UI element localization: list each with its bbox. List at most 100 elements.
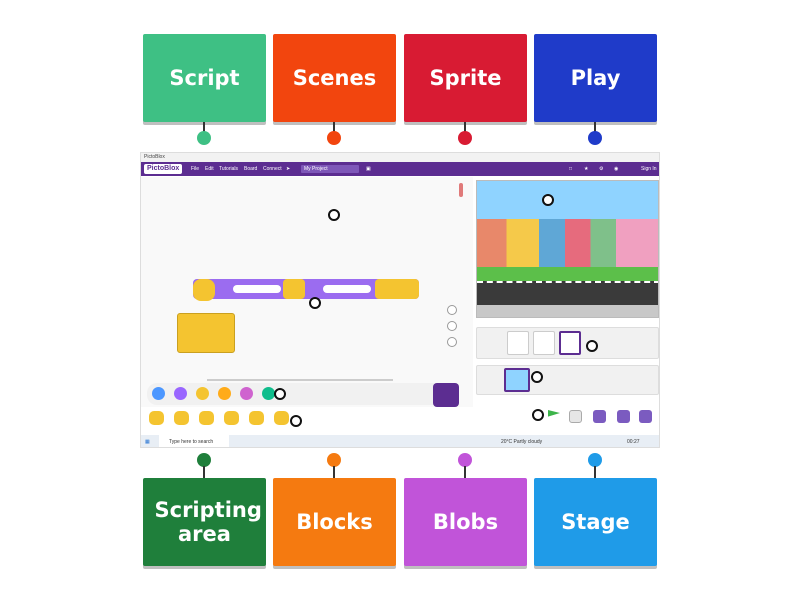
blocks-hotspot[interactable] <box>309 297 321 309</box>
play-hotspot[interactable] <box>532 409 544 421</box>
menu-board[interactable]: Board <box>244 166 258 172</box>
pictoblox-logo: PictoBlox <box>144 164 183 174</box>
scripting-area[interactable] <box>141 177 473 407</box>
events-category-icon[interactable] <box>196 387 209 400</box>
windows-start-icon[interactable]: ▦ <box>145 439 150 445</box>
script-hotspot[interactable] <box>274 388 286 400</box>
menu-connect[interactable]: Connect <box>263 166 282 172</box>
category-bar <box>147 383 459 405</box>
scripting-area-hotspot[interactable] <box>328 209 340 221</box>
trophy-icon[interactable]: ★ <box>584 166 589 172</box>
scenes-pin-dot <box>327 131 341 145</box>
play-pin-dot <box>588 131 602 145</box>
blob-2[interactable] <box>174 411 189 425</box>
blobs-label-tile[interactable]: Blobs <box>404 478 527 566</box>
rocket-icon[interactable]: ➤ <box>286 166 291 172</box>
scene-thumb[interactable] <box>504 368 530 392</box>
scenes-label: Scenes <box>292 66 377 90</box>
event-hat-block[interactable] <box>193 279 215 301</box>
scripting-area-pin-dot <box>197 453 211 467</box>
zoom-in-icon[interactable] <box>447 305 457 315</box>
menu-edit[interactable]: Edit <box>205 166 214 172</box>
blocks-label: Blocks <box>296 510 373 534</box>
play-label-tile[interactable]: Play <box>534 34 657 122</box>
sprite-thumb-2[interactable] <box>533 331 555 355</box>
windows-taskbar: ▦ Type here to search 20°C Partly cloudy… <box>141 435 659 447</box>
menu-file[interactable]: File <box>191 166 200 172</box>
say-text-field[interactable] <box>233 285 281 293</box>
stage-label: Stage <box>561 510 630 534</box>
vertical-scrollbar[interactable] <box>459 183 463 197</box>
pen-category-icon[interactable] <box>262 387 275 400</box>
blob-1[interactable] <box>149 411 164 425</box>
extension-button[interactable] <box>433 383 459 407</box>
script-pin-dot <box>197 131 211 145</box>
gear-icon[interactable]: ⚙ <box>599 166 604 172</box>
chat-icon[interactable]: □ <box>569 166 573 172</box>
sprite-pin-dot <box>458 131 472 145</box>
script-label-tile[interactable]: Script <box>143 34 266 122</box>
blocks-pin <box>333 466 335 478</box>
scripting-area-label: Scripting area <box>154 498 262 546</box>
stage-pin <box>594 466 596 478</box>
blocks-pin-dot <box>327 453 341 467</box>
motion-category-icon[interactable] <box>152 387 165 400</box>
save-icon[interactable]: ▣ <box>366 166 371 172</box>
grid-icon[interactable] <box>617 410 630 423</box>
stage-grass <box>477 267 658 281</box>
scenes-label-tile[interactable]: Scenes <box>273 34 396 122</box>
blobs-label: Blobs <box>432 510 499 534</box>
weather-label: 20°C Partly cloudy <box>501 439 543 445</box>
green-flag-icon[interactable] <box>548 410 560 417</box>
play-label: Play <box>570 66 621 90</box>
stage-label-tile[interactable]: Stage <box>534 478 657 566</box>
camera-icon[interactable] <box>593 410 606 423</box>
pictoblox-screenshot: PictoBlox PictoBlox File Edit Tutorials … <box>140 152 660 448</box>
blobs-pin-dot <box>458 453 472 467</box>
sound-category-icon[interactable] <box>240 387 253 400</box>
stage-road <box>477 281 658 305</box>
code-block-stack[interactable] <box>193 279 419 299</box>
blob-4[interactable] <box>224 411 239 425</box>
stage-hotspot[interactable] <box>542 194 554 206</box>
sprite-hotspot[interactable] <box>586 340 598 352</box>
stop-icon[interactable] <box>569 410 582 423</box>
blob-5[interactable] <box>249 411 264 425</box>
looks-category-icon[interactable] <box>174 387 187 400</box>
fullscreen-icon[interactable] <box>639 410 652 423</box>
script-pin <box>203 122 205 132</box>
sign-in-link[interactable]: Sign In <box>641 166 657 172</box>
say-text-field-2[interactable] <box>323 285 371 293</box>
wait-block-2[interactable] <box>375 279 419 299</box>
sprite-thumb-selected[interactable] <box>559 331 581 355</box>
project-name-field[interactable]: My Project <box>301 165 359 173</box>
horizontal-scrollbar[interactable] <box>207 379 393 381</box>
menu-tutorials[interactable]: Tutorials <box>219 166 238 172</box>
zoom-reset-icon[interactable] <box>447 337 457 347</box>
control-category-icon[interactable] <box>218 387 231 400</box>
scripting-area-label-tile[interactable]: Scripting area <box>143 478 266 566</box>
sprite-pin <box>464 122 466 132</box>
blobs-hotspot[interactable] <box>290 415 302 427</box>
wait-block[interactable] <box>283 279 305 299</box>
sprite-label: Sprite <box>429 66 502 90</box>
scenes-pin <box>333 122 335 132</box>
blocks-label-tile[interactable]: Blocks <box>273 478 396 566</box>
stage-canvas[interactable] <box>476 180 659 318</box>
stage-pin-dot <box>588 453 602 467</box>
window-titlebar: PictoBlox <box>141 153 659 162</box>
globe-icon[interactable]: ◉ <box>614 166 619 172</box>
blob-3[interactable] <box>199 411 214 425</box>
sprite-dropdown[interactable] <box>177 313 235 353</box>
play-pin <box>594 122 596 132</box>
clock-label: 00:27 <box>627 439 640 445</box>
scenes-hotspot[interactable] <box>531 371 543 383</box>
stage-sidewalk <box>477 305 658 317</box>
sprite-thumb-1[interactable] <box>507 331 529 355</box>
taskbar-search-field[interactable]: Type here to search <box>159 435 229 447</box>
zoom-out-icon[interactable] <box>447 321 457 331</box>
sprite-label-tile[interactable]: Sprite <box>404 34 527 122</box>
script-label: Script <box>169 66 240 90</box>
blobs-pin <box>464 466 466 478</box>
blob-6[interactable] <box>274 411 289 425</box>
